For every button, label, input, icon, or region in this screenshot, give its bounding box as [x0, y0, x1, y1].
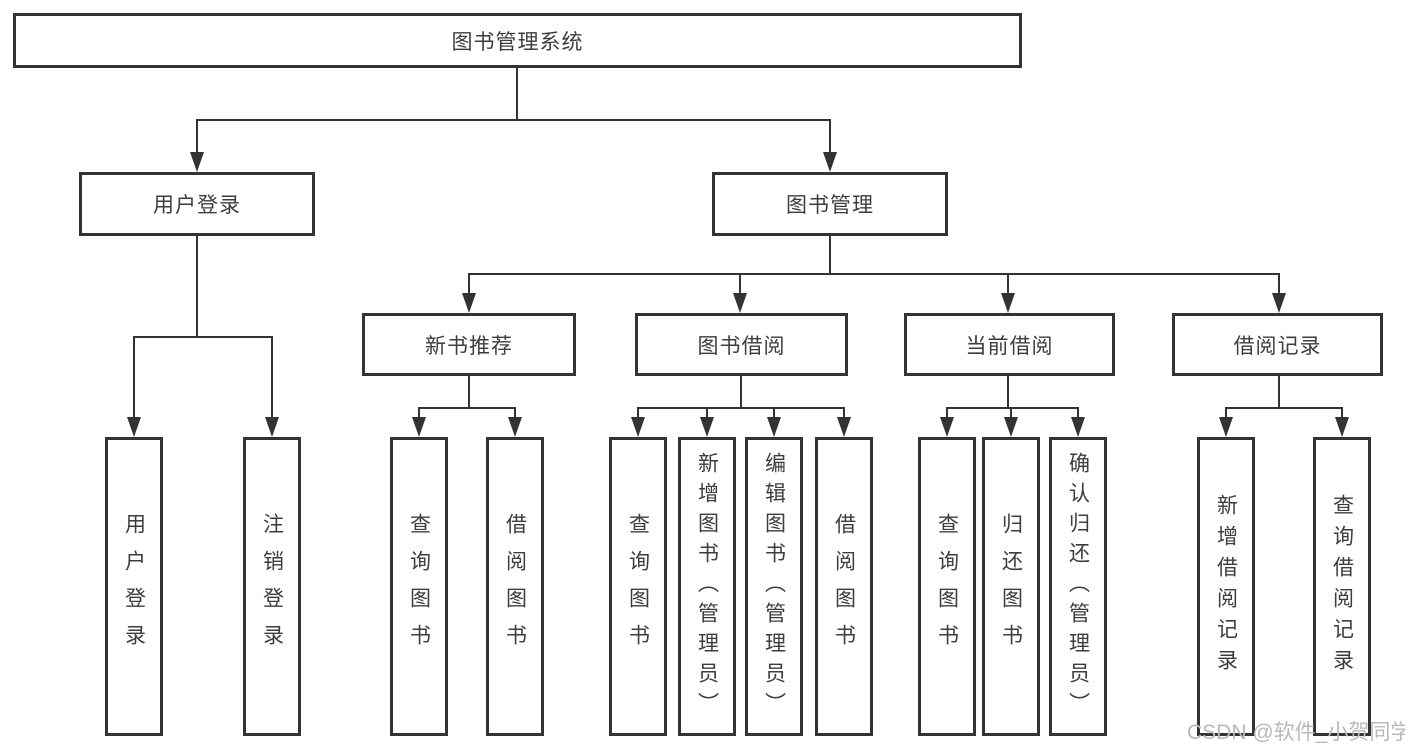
connector-line: [1077, 407, 1079, 417]
connector-line: [468, 273, 1280, 275]
connector-line: [740, 376, 742, 407]
connector-line: [418, 407, 420, 417]
connector-line: [706, 407, 708, 417]
connector-line: [773, 407, 775, 417]
connector-line: [468, 376, 470, 407]
leaf-user-login: 用户登录: [105, 437, 163, 736]
leaf-confirm-return-admin-label: 确认归还（管理员）: [1066, 451, 1090, 722]
node-book-borrowing: 图书借阅: [635, 313, 848, 376]
leaf-confirm-return-admin: 确认归还（管理员）: [1049, 437, 1107, 736]
leaf-query-books-recommend: 查询图书: [390, 437, 448, 736]
connector-arrowhead: [733, 293, 747, 313]
leaf-logout: 注销登录: [243, 437, 301, 736]
node-new-book-recommend-label: 新书推荐: [425, 334, 513, 358]
connector-arrowhead: [700, 417, 714, 437]
connector-arrowhead: [1071, 417, 1085, 437]
connector-line: [196, 119, 198, 152]
leaf-add-books-admin: 新增图书（管理员）: [678, 437, 736, 736]
node-book-management-label: 图书管理: [786, 194, 874, 217]
leaf-add-books-admin-label: 新增图书（管理员）: [695, 451, 719, 722]
leaf-query-books-current: 查询图书: [918, 437, 976, 736]
leaf-query-books-borrow: 查询图书: [609, 437, 667, 736]
connector-line: [468, 273, 470, 293]
leaf-add-borrow-record: 新增借阅记录: [1197, 437, 1255, 736]
leaf-borrow-books-recommend-label: 借阅图书: [503, 512, 527, 661]
leaf-add-borrow-record-label: 新增借阅记录: [1214, 493, 1238, 680]
connector-line: [516, 68, 518, 120]
connector-line: [1225, 407, 1227, 417]
connector-line: [418, 407, 516, 409]
leaf-query-books-current-label: 查询图书: [935, 512, 959, 661]
leaf-edit-books-admin: 编辑图书（管理员）: [745, 437, 803, 736]
connector-arrowhead: [631, 417, 645, 437]
node-book-borrowing-label: 图书借阅: [697, 334, 786, 358]
connector-line: [946, 407, 948, 417]
connector-line: [1007, 273, 1009, 293]
leaf-query-borrow-record: 查询借阅记录: [1313, 437, 1371, 736]
leaf-return-books: 归还图书: [982, 437, 1040, 736]
node-user-login: 用户登录: [79, 172, 315, 236]
connector-line: [843, 407, 845, 417]
connector-line: [1341, 407, 1343, 417]
connector-line: [739, 273, 741, 293]
connector-line: [196, 236, 198, 336]
leaf-user-login-label: 用户登录: [122, 512, 146, 661]
leaf-return-books-label: 归还图书: [999, 512, 1023, 661]
connector-arrowhead: [1219, 417, 1233, 437]
connector-line: [829, 236, 831, 273]
leaf-query-borrow-record-label: 查询借阅记录: [1330, 493, 1354, 680]
leaf-borrow-books-borrow-label: 借阅图书: [832, 512, 856, 661]
leaf-query-books-borrow-label: 查询图书: [626, 512, 650, 661]
connector-arrowhead: [462, 293, 476, 313]
connector-line: [637, 407, 639, 417]
connector-arrowhead: [508, 417, 522, 437]
node-new-book-recommend: 新书推荐: [362, 313, 576, 376]
connector-line: [1007, 376, 1009, 407]
connector-line: [514, 407, 516, 417]
leaf-edit-books-admin-label: 编辑图书（管理员）: [762, 451, 786, 722]
connector-arrowhead: [190, 152, 204, 172]
node-current-borrowing: 当前借阅: [904, 313, 1115, 376]
connector-arrowhead: [837, 417, 851, 437]
connector-line: [1278, 273, 1280, 293]
connector-arrowhead: [1335, 417, 1349, 437]
leaf-logout-label: 注销登录: [260, 512, 284, 661]
node-user-login-label: 用户登录: [153, 194, 241, 217]
connector-line: [1278, 376, 1280, 407]
node-current-borrowing-label: 当前借阅: [965, 334, 1054, 358]
connector-arrowhead: [127, 417, 141, 437]
connector-arrowhead: [823, 152, 837, 172]
connector-arrowhead: [412, 417, 426, 437]
node-root: 图书管理系统: [13, 13, 1022, 68]
connector-line: [829, 119, 831, 152]
connector-arrowhead: [767, 417, 781, 437]
node-borrowing-records-label: 借阅记录: [1233, 334, 1322, 358]
node-book-management: 图书管理: [712, 172, 948, 236]
connector-line: [637, 407, 845, 409]
node-root-label: 图书管理系统: [451, 30, 584, 54]
leaf-query-books-recommend-label: 查询图书: [407, 512, 431, 661]
leaf-borrow-books-recommend: 借阅图书: [486, 437, 544, 736]
connector-arrowhead: [1001, 293, 1015, 313]
connector-line: [133, 336, 273, 338]
connector-line: [271, 336, 273, 417]
connector-arrowhead: [1272, 293, 1286, 313]
node-borrowing-records: 借阅记录: [1172, 313, 1383, 376]
watermark: CSDN @软件_小贺同学: [1187, 721, 1405, 744]
connector-arrowhead: [940, 417, 954, 437]
connector-line: [133, 336, 135, 417]
connector-line: [196, 119, 831, 121]
leaf-borrow-books-borrow: 借阅图书: [815, 437, 873, 736]
connector-line: [1225, 407, 1343, 409]
connector-arrowhead: [1004, 417, 1018, 437]
connector-arrowhead: [265, 417, 279, 437]
connector-line: [946, 407, 1079, 409]
connector-line: [1010, 407, 1012, 417]
